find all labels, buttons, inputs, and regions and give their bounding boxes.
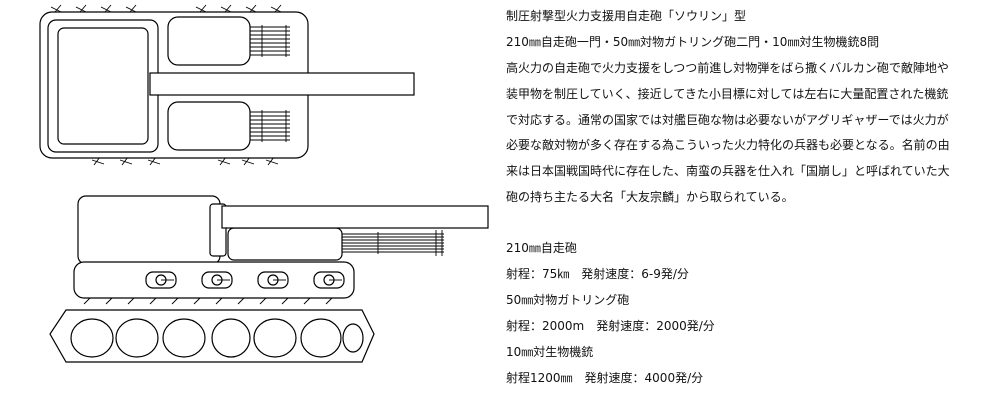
gatling-barrels-side [342, 230, 444, 256]
machine-guns-side [83, 297, 333, 305]
weapon-name: 10㎜対生物機銃 [506, 345, 594, 359]
main-gun-top [149, 72, 415, 96]
description-line: で対応する。通常の国家では対艦巨砲な物は必要ないがアグリギャザーでは火力が [506, 113, 949, 127]
description-line: 来は日本国戦国時代に存在した、南蛮の兵器を仕入れ「国崩し」と呼ばれていた大 [506, 164, 950, 178]
weapon-spec: 射程1200㎜ 発射速度：4000発/分 [506, 371, 704, 385]
weapon-name: 50㎜対物ガトリング砲 [506, 293, 630, 307]
armament-summary: 210㎜自走砲一門・50㎜対物ガトリング砲二門・10㎜対生物機銃8問 [506, 35, 880, 49]
top-view [39, 4, 415, 166]
gatling-housing-side [227, 227, 343, 261]
turret-top [47, 19, 159, 153]
turret-side [77, 195, 221, 265]
description-line: 砲の持ち主たる大名「大友宗麟」から取られている。 [506, 190, 794, 204]
main-gun-side [221, 205, 489, 229]
description-line: 装甲物を制圧していく、接近してきた小目標に対しては左右に大量配置された機銃 [506, 87, 949, 101]
machine-gun-ports [145, 271, 345, 289]
weapon-spec: 射程：75㎞ 発射速度：6-9発/分 [506, 267, 689, 281]
description-line: 高火力の自走砲で火力支援をしつつ前進し対物弾をばら撒くバルカン砲で敵陣地や [506, 61, 949, 75]
vehicle-title: 制圧射撃型火力支援用自走砲「ソウリン」型 [506, 9, 747, 23]
self-propelled-gun-drawing [39, 4, 489, 363]
weapon-name: 210㎜自走砲 [506, 241, 577, 255]
gatling-barrels-lower [250, 110, 290, 142]
description-line: 必要な敵対物が多く存在する為こういった火力特化の兵器も必要となる。名前の由 [506, 138, 950, 152]
gatling-pod-lower [167, 101, 251, 151]
gatling-pod-upper [167, 16, 251, 66]
road-wheels [70, 318, 364, 358]
gatling-barrels-upper [250, 25, 290, 57]
weapon-spec: 射程：2000m 発射速度：2000発/分 [506, 319, 715, 333]
side-view [49, 195, 489, 363]
